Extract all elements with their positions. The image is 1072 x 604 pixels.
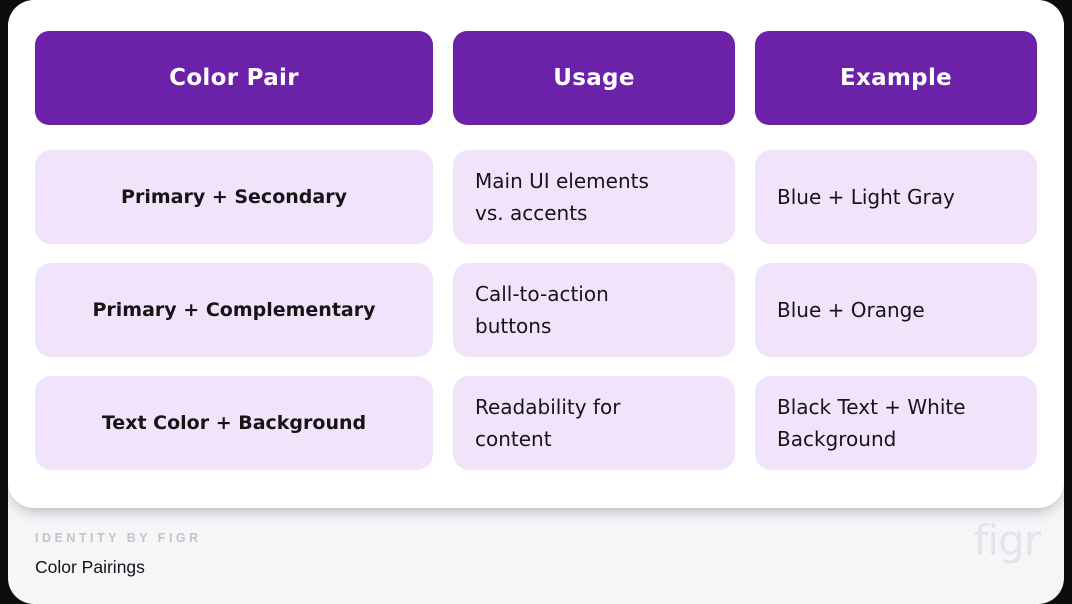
example-line: Blue + Light Gray <box>777 185 955 209</box>
cell-usage: Call-to-action buttons <box>453 263 735 357</box>
header-cell-example: Example <box>755 31 1037 125</box>
page-surface: Color Pair Usage Example Primary + Secon… <box>8 0 1064 604</box>
example-line: Black Text + White <box>777 395 966 419</box>
header-cell-color-pair: Color Pair <box>35 31 433 125</box>
usage-line: Main UI elements <box>475 169 649 193</box>
footer-title: Color Pairings <box>35 557 145 577</box>
header-label: Example <box>839 65 953 91</box>
usage-line: Readability for <box>475 395 621 419</box>
pair-label: Primary + Secondary <box>121 186 347 208</box>
header-cell-usage: Usage <box>453 31 735 125</box>
table-row: Text Color + Background Readability for … <box>35 376 1037 470</box>
usage-line: buttons <box>475 314 552 338</box>
pair-label: Text Color + Background <box>101 412 367 434</box>
cell-pair: Primary + Complementary <box>35 263 433 357</box>
header-label: Usage <box>553 65 635 91</box>
cell-pair: Text Color + Background <box>35 376 433 470</box>
usage-line: vs. accents <box>475 201 588 225</box>
example-line: Background <box>777 427 897 451</box>
example-line: Blue + Orange <box>777 298 925 322</box>
footer: IDENTITY BY FIGR Color Pairings figr <box>8 508 1064 604</box>
pair-label: Primary + Complementary <box>92 299 376 321</box>
footer-eyebrow: IDENTITY BY FIGR <box>35 531 202 545</box>
cell-example: Blue + Light Gray <box>755 150 1037 244</box>
cell-example: Black Text + White Background <box>755 376 1037 470</box>
header-label: Color Pair <box>169 65 299 91</box>
cell-example: Blue + Orange <box>755 263 1037 357</box>
table-row: Primary + Complementary Call-to-action b… <box>35 263 1037 357</box>
table-header-row: Color Pair Usage Example <box>35 31 1037 125</box>
cell-pair: Primary + Secondary <box>35 150 433 244</box>
usage-line: Call-to-action <box>475 282 609 306</box>
cell-usage: Readability for content <box>453 376 735 470</box>
figr-logo: figr <box>973 516 1041 565</box>
table-row: Primary + Secondary Main UI elements vs.… <box>35 150 1037 244</box>
color-pairings-card: Color Pair Usage Example Primary + Secon… <box>8 0 1064 508</box>
usage-line: content <box>475 427 552 451</box>
cell-usage: Main UI elements vs. accents <box>453 150 735 244</box>
